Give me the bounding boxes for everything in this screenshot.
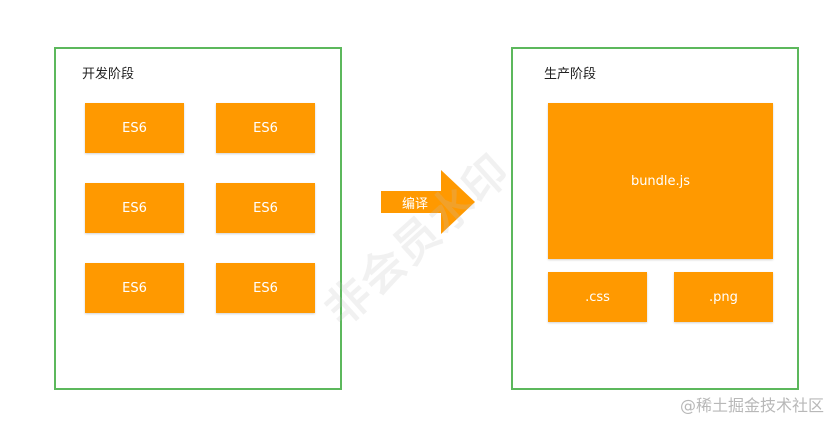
credit-text: @稀土掘金技术社区 <box>679 396 824 415</box>
prod-stage-title: 生产阶段 <box>544 67 597 82</box>
es6-module-box: ES6 <box>216 183 315 233</box>
compile-arrow-label: 编译 <box>401 197 428 212</box>
es6-module-box: ES6 <box>85 103 184 153</box>
bundle-js-box: bundle.js <box>548 103 773 259</box>
es6-module-box: ES6 <box>216 263 315 313</box>
es6-module-label: ES6 <box>253 120 278 136</box>
png-asset-box: .png <box>674 272 773 322</box>
compile-arrow-shape <box>381 170 475 234</box>
dev-stage-title: 开发阶段 <box>82 67 135 82</box>
es6-module-label: ES6 <box>122 200 147 216</box>
png-asset-label: .png <box>709 289 738 305</box>
es6-module-label: ES6 <box>253 200 278 216</box>
es6-module-box: ES6 <box>216 103 315 153</box>
css-asset-label: .css <box>585 289 610 305</box>
bundle-js-label: bundle.js <box>630 173 691 189</box>
compile-arrow-icon <box>381 170 475 234</box>
css-asset-box: .css <box>548 272 647 322</box>
es6-module-label: ES6 <box>253 280 278 296</box>
es6-module-box: ES6 <box>85 183 184 233</box>
es6-module-label: ES6 <box>122 120 147 136</box>
es6-module-box: ES6 <box>85 263 184 313</box>
es6-module-label: ES6 <box>122 280 147 296</box>
